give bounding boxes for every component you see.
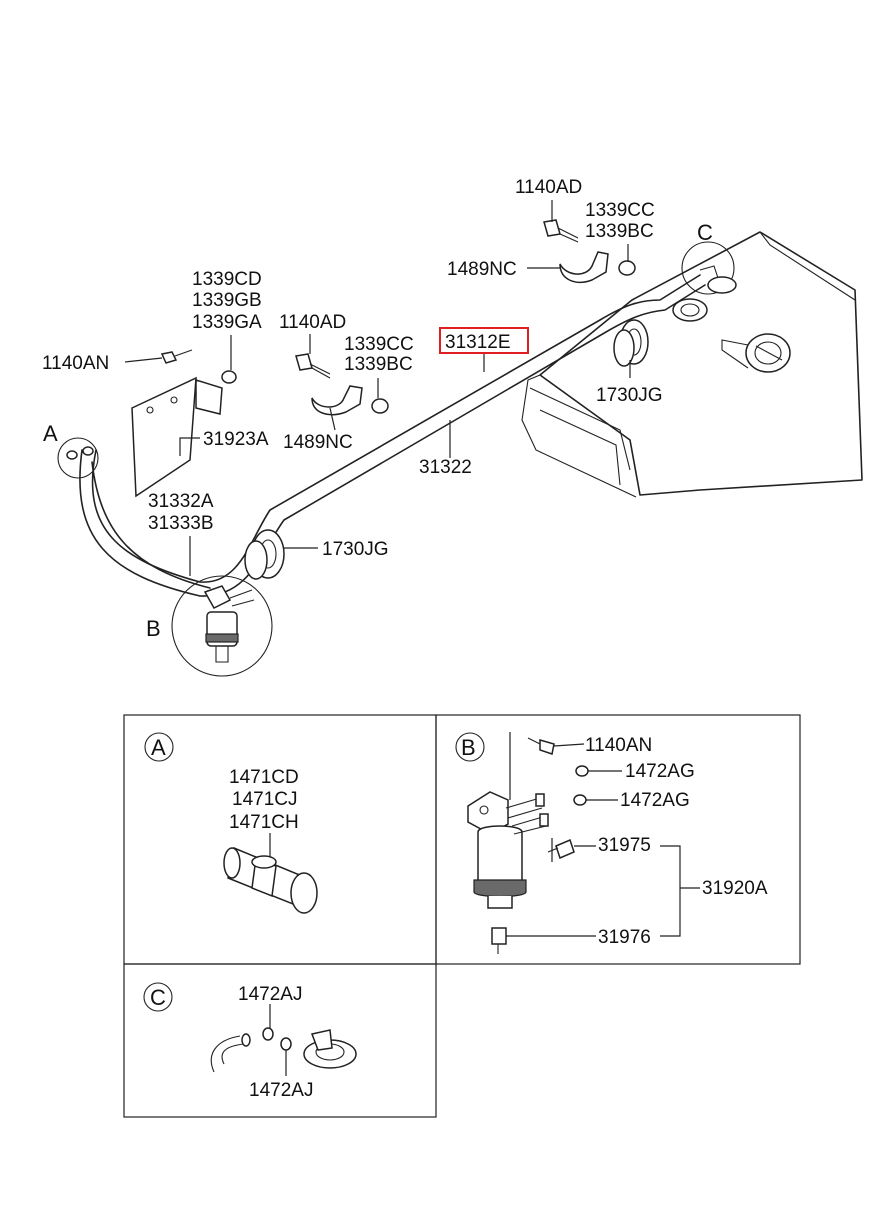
callout-letter-C: C: [697, 220, 713, 245]
detail-A-marker-letter: A: [151, 735, 166, 760]
bracket-31923A: [131, 376, 223, 498]
label-1140AD-mid: 1140AD: [279, 312, 346, 333]
detail-panel-C: C 1472AJ 1472AJ: [143, 982, 357, 1101]
callout-letter-B: B: [146, 616, 161, 641]
clamp-1489NC-mid: [311, 385, 363, 416]
detail-callout-circle-C: [681, 241, 737, 295]
detail-B-label-1472AG-2: 1472AG: [620, 790, 690, 811]
label-1489NC-mid: 1489NC: [283, 432, 353, 453]
label-1339CC-mid: 1339CC: [344, 334, 414, 355]
label-1339CD: 1339CD: [192, 269, 262, 290]
detail-B-label-1472AG-1: 1472AG: [625, 761, 695, 782]
leader-lines-main: [124, 200, 631, 576]
nut-1339-top: [618, 260, 636, 276]
bolt-1140AN: [527, 737, 555, 755]
grommet-1730JG-right: [613, 319, 649, 367]
label-1339GA: 1339GA: [192, 312, 262, 333]
detail-C-label-1472AJ-bottom: 1472AJ: [249, 1080, 313, 1101]
detail-A-label-1471CD: 1471CD: [229, 767, 299, 788]
nut-1339-mid: [371, 398, 389, 414]
bolt-1140AD-mid: [295, 353, 331, 379]
label-1730JG-left: 1730JG: [322, 539, 389, 560]
detail-C-marker-letter: C: [150, 985, 166, 1010]
label-1140AD-top: 1140AD: [515, 177, 582, 198]
label-1339CC-top: 1339CC: [585, 200, 655, 221]
callout-letter-A: A: [43, 421, 58, 446]
label-31322: 31322: [419, 457, 472, 478]
detail-B-label-31920A: 31920A: [702, 878, 768, 899]
detail-B-label-1140AN: 1140AN: [585, 735, 652, 756]
detail-A-label-1471CH: 1471CH: [229, 812, 299, 833]
grommet-1730JG-left: [244, 529, 285, 580]
detail-C-label-1472AJ-top: 1472AJ: [238, 984, 302, 1005]
label-1339GB: 1339GB: [192, 290, 262, 311]
detail-B-label-31975: 31975: [598, 835, 651, 856]
label-1339BC-top: 1339BC: [585, 221, 654, 242]
detail-B-label-31976: 31976: [598, 927, 651, 948]
hose-with-clamp: [223, 846, 318, 914]
detail-C-marker-circle: [143, 982, 173, 1012]
detail-panel-A: A 1471CD 1471CJ 1471CH: [144, 732, 318, 914]
detail-A-label-1471CJ: 1471CJ: [232, 789, 298, 810]
label-1489NC-top: 1489NC: [447, 259, 517, 280]
label-1730JG-right: 1730JG: [596, 385, 663, 406]
bolt-1140AN-left: [160, 349, 193, 364]
detail-callout-circle-A: [57, 437, 99, 479]
detail-callout-circle-B: [171, 575, 273, 677]
connector-31975: [547, 838, 575, 860]
cap-1472AG-2: [573, 794, 587, 806]
fuel-tank: [521, 231, 863, 498]
label-31332A: 31332A: [148, 491, 214, 512]
nut-1339-left: [221, 370, 237, 384]
label-1140AN-left: 1140AN: [42, 353, 109, 374]
fuel-filter-assembly: [467, 791, 549, 909]
label-31333B: 31333B: [148, 513, 214, 534]
detail-A-marker-circle: [144, 732, 174, 762]
detail-B-marker-letter: B: [461, 735, 476, 760]
label-31312E: 31312E: [445, 332, 511, 353]
fuel-line-31322: [79, 274, 706, 597]
label-31923A: 31923A: [203, 429, 269, 450]
detail-B-marker-circle: [455, 732, 485, 762]
cap-1472AG-1: [575, 765, 589, 777]
tank-nipple-fitting: [210, 1027, 357, 1073]
drain-plug-31976: [491, 927, 507, 954]
detail-panels-grid: [123, 714, 801, 1118]
highlight-box-31312E: [439, 327, 529, 354]
detail-panel-B: B 1140AN 1472AG 1472AG 31975 31920A 3197…: [455, 732, 768, 954]
bolt-1140AD-top: [543, 219, 579, 243]
clamp-1489NC-top: [559, 251, 609, 284]
main-labels: 1140AD 1339CC 1339BC C 1489NC 1339CD 133…: [42, 177, 713, 641]
label-1339BC-mid: 1339BC: [344, 354, 413, 375]
